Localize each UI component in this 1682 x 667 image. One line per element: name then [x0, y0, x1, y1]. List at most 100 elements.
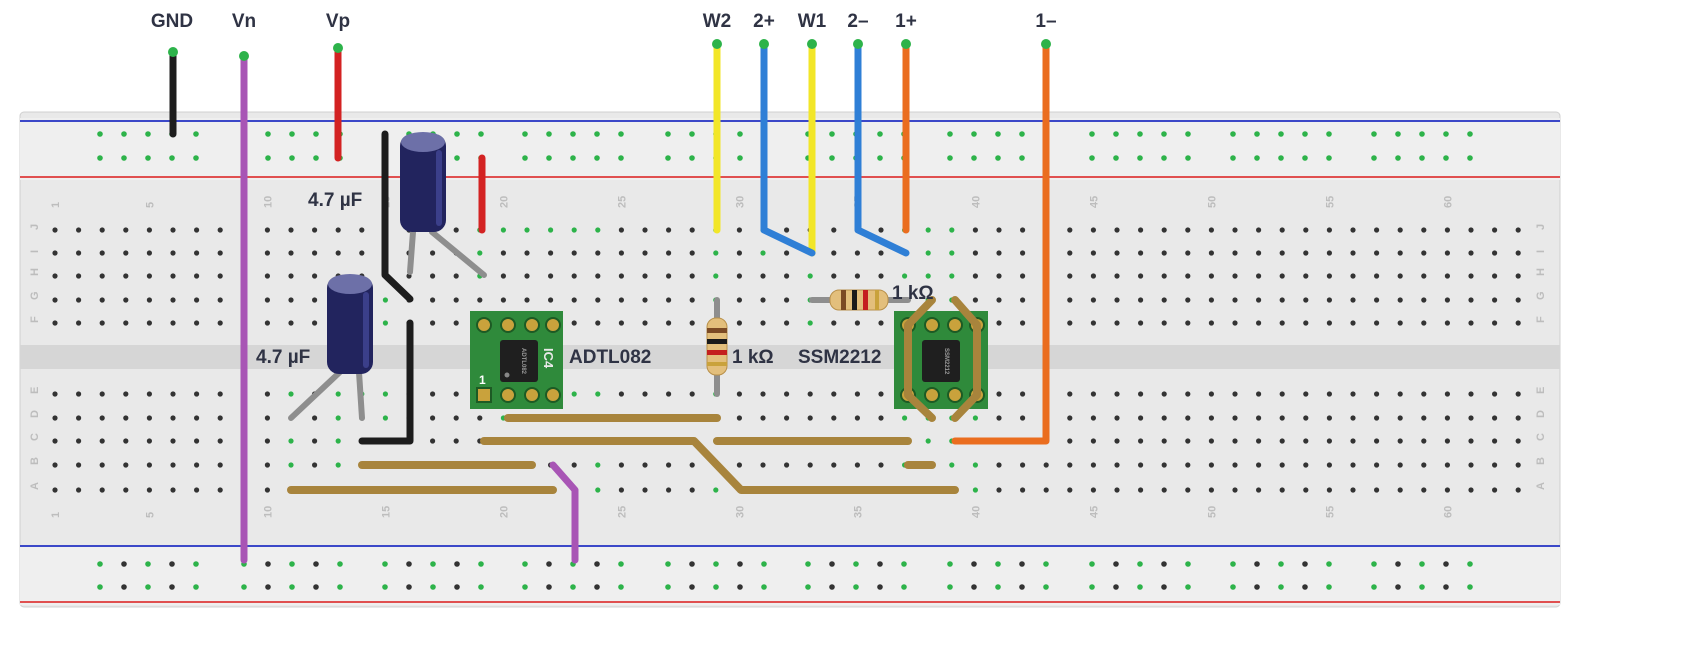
- breadboard-hole: [1067, 297, 1073, 303]
- breadboard-hole: [1515, 227, 1521, 233]
- rail-hole: [1230, 131, 1236, 137]
- breadboard-hole: [1468, 391, 1474, 397]
- ic-ssm2212-marking: SSM2212: [943, 348, 949, 375]
- row-letter: B: [29, 457, 41, 465]
- breadboard-hole: [335, 438, 341, 444]
- breadboard-hole: [1138, 273, 1144, 279]
- rail-hole: [145, 155, 151, 161]
- breadboard-hole: [595, 297, 601, 303]
- rail-hole: [1278, 561, 1284, 567]
- rail-hole: [1302, 155, 1308, 161]
- rail-hole: [853, 561, 859, 567]
- breadboard-hole: [430, 273, 436, 279]
- cap-top-lead: [429, 229, 487, 278]
- ground-jumper-wire: [358, 319, 414, 445]
- breadboard-hole: [123, 297, 129, 303]
- rail-hole: [145, 561, 151, 567]
- breadboard-hole: [972, 273, 979, 279]
- breadboard-hole: [1208, 487, 1214, 493]
- breadboard-hole: [1515, 273, 1521, 279]
- label-cap-bottom: 4.7 µF: [256, 347, 310, 368]
- breadboard-hole: [972, 250, 979, 256]
- breadboard-hole: [1279, 320, 1285, 326]
- row-letter: C: [1535, 433, 1547, 441]
- breadboard-hole: [831, 415, 837, 421]
- breadboard-hole: [784, 297, 790, 303]
- breadboard-hole: [996, 227, 1002, 233]
- jumper-wire: [904, 296, 936, 422]
- breadboard-hole: [123, 273, 129, 279]
- jumper-wire: [951, 296, 981, 422]
- rail-hole: [1113, 584, 1119, 590]
- row-letter: J: [29, 224, 41, 230]
- breadboard-hole: [1444, 487, 1450, 493]
- breadboard-hole: [382, 391, 388, 397]
- breadboard-hole: [1020, 487, 1026, 493]
- breadboard-hole: [595, 250, 601, 256]
- column-number: 60: [1442, 196, 1454, 208]
- breadboard-hole: [689, 273, 695, 279]
- breadboard-hole: [1444, 227, 1450, 233]
- rail-hole: [1254, 584, 1260, 590]
- breadboard-hole: [642, 250, 648, 256]
- breadboard-hole: [1138, 391, 1144, 397]
- breadboard-hole: [52, 438, 58, 444]
- rail-hole: [1254, 561, 1260, 567]
- breadboard-hole: [430, 297, 436, 303]
- breadboard-hole: [1208, 250, 1214, 256]
- breadboard-hole: [784, 250, 790, 256]
- rail-hole: [145, 131, 151, 137]
- orange-wires: [902, 40, 1050, 445]
- breadboard-hole: [1350, 320, 1356, 326]
- breadboard-hole: [925, 273, 931, 279]
- breadboard-hole: [194, 250, 200, 256]
- rail-hole: [995, 155, 1001, 161]
- breadboard-hole: [1350, 273, 1356, 279]
- breadboard-hole: [1138, 438, 1144, 444]
- breadboard-hole: [878, 250, 884, 256]
- column-number: 20: [498, 196, 510, 208]
- breadboard-hole: [996, 297, 1002, 303]
- breadboard-hole: [52, 273, 58, 279]
- breadboard-hole: [1350, 227, 1356, 233]
- pad: [524, 317, 540, 333]
- breadboard-hole: [854, 250, 861, 256]
- breadboard-hole: [1492, 297, 1498, 303]
- breadboard-hole: [996, 487, 1002, 493]
- rail-hole: [1089, 155, 1095, 161]
- breadboard-hole: [760, 415, 766, 421]
- breadboard-hole: [972, 227, 979, 233]
- breadboard-hole: [288, 320, 294, 326]
- breadboard-hole: [99, 273, 105, 279]
- black-wires: [169, 48, 414, 445]
- breadboard-hole: [99, 227, 105, 233]
- breadboard-hole: [1492, 438, 1498, 444]
- breadboard-hole: [194, 415, 200, 421]
- breadboard-hole: [194, 391, 200, 397]
- rail-hole: [618, 155, 624, 161]
- breadboard-hole: [312, 227, 318, 233]
- breadboard-hole: [1067, 438, 1073, 444]
- breadboard-hole: [1020, 273, 1026, 279]
- ic-adtl082-pin1-dot: [504, 372, 510, 378]
- breadboard-hole: [689, 250, 695, 256]
- resistor-band: [707, 339, 727, 344]
- breadboard-hole: [736, 391, 743, 397]
- breadboard-hole: [1350, 487, 1356, 493]
- breadboard-hole: [1468, 320, 1474, 326]
- breadboard-hole: [1326, 227, 1332, 233]
- breadboard-hole: [264, 227, 270, 233]
- label-w1: W1: [798, 11, 827, 32]
- breadboard-hole: [500, 250, 506, 256]
- label-w2: W2: [703, 11, 732, 32]
- rail-hole: [995, 561, 1001, 567]
- breadboard-hole: [99, 391, 105, 397]
- breadboard-hole: [925, 227, 931, 233]
- row-letter: J: [1535, 224, 1547, 230]
- breadboard-hole: [1492, 487, 1498, 493]
- breadboard-hole: [1326, 250, 1332, 256]
- breadboard-hole: [524, 273, 530, 279]
- rail-hole: [1326, 584, 1332, 590]
- breadboard-hole: [571, 462, 577, 468]
- capacitor-bottom-stripe: [363, 292, 369, 368]
